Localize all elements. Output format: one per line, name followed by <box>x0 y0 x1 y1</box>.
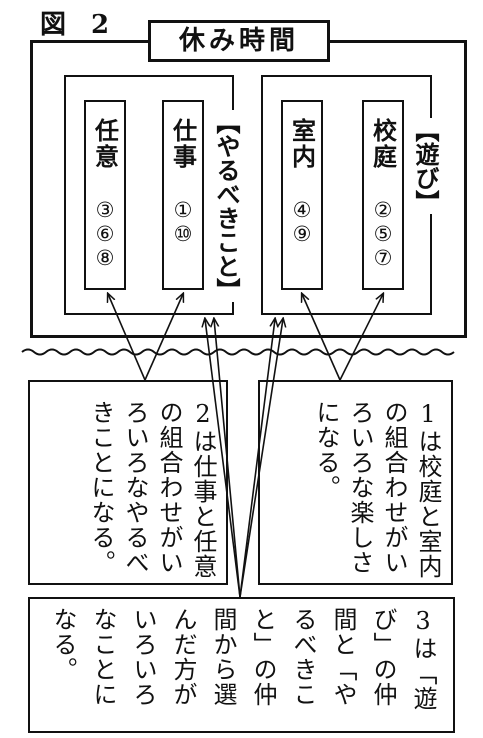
note-line: 1は校庭と室内 <box>414 400 442 579</box>
column-label: 仕事 <box>168 118 198 170</box>
column-numbers: ③⑥⑧ <box>93 198 117 270</box>
arrow <box>214 319 241 598</box>
note-box-1: 1は校庭と室内の組合わせがいろいろな楽しさになる。 <box>258 380 453 585</box>
note-line: ろいろなやるべ <box>121 400 149 575</box>
arrow <box>239 319 275 598</box>
note-line: の組合わせがい <box>155 400 183 575</box>
column-nini: 任意 ③⑥⑧ <box>84 100 126 290</box>
asobi-bracket-label: 【遊び】 <box>408 118 443 214</box>
note-line: なる。 <box>49 607 77 682</box>
column-numbers: ②⑤⑦ <box>371 198 395 270</box>
note-line: 3は「遊 <box>409 607 437 711</box>
note-line: 間と「や <box>329 607 357 707</box>
column-shitsunai: 室内 ④⑨ <box>281 100 323 290</box>
figure-label: 図 2 <box>40 10 118 40</box>
note-line: と」の仲 <box>249 607 277 707</box>
note-box-2: 2は仕事と任意の組合わせがいろいろなやるべきことになる。 <box>28 380 228 585</box>
note-line: きことになる。 <box>87 400 115 575</box>
arrow <box>144 294 183 381</box>
column-numbers: ④⑨ <box>290 198 314 246</box>
note-line: の組合わせがい <box>380 400 408 575</box>
wavy-separator <box>21 348 455 356</box>
diagram-title: 休み時間 <box>148 20 330 62</box>
arrow <box>108 294 146 381</box>
note-2-text: 2は仕事と任意の組合わせがいろいろなやるべきことになる。 <box>84 400 220 579</box>
arrow <box>205 319 241 598</box>
note-line: るべきこ <box>289 607 317 707</box>
column-shigoto: 仕事 ①⑩ <box>162 100 204 290</box>
column-numbers: ①⑩ <box>171 198 195 246</box>
note-line: び」の仲 <box>369 607 397 707</box>
note-line: 2は仕事と任意 <box>189 400 217 579</box>
note-line: なことに <box>89 607 117 707</box>
note-line: いろいろ <box>129 607 157 707</box>
note-box-3: 3は「遊び」の仲間と「やるべきこと」の仲間から選んだ方がいろいろなことになる。 <box>28 597 455 733</box>
arrow <box>239 319 283 598</box>
note-3-text: 3は「遊び」の仲間と「やるべきこと」の仲間から選んだ方がいろいろなことになる。 <box>43 607 443 711</box>
column-label: 任意 <box>90 118 120 170</box>
note-line: ろいろな楽しさ <box>346 400 374 575</box>
note-line: になる。 <box>312 400 340 500</box>
arrow <box>302 294 341 381</box>
column-label: 室内 <box>287 118 317 170</box>
note-1-text: 1は校庭と室内の組合わせがいろいろな楽しさになる。 <box>309 400 445 579</box>
note-line: 間から選 <box>209 607 237 707</box>
column-koutei: 校庭 ②⑤⑦ <box>362 100 404 290</box>
note-line: んだ方が <box>169 607 197 707</box>
yarubeki-bracket-label: 【やるべきこと】 <box>209 110 244 302</box>
column-label: 校庭 <box>368 118 398 170</box>
arrow <box>339 294 383 381</box>
